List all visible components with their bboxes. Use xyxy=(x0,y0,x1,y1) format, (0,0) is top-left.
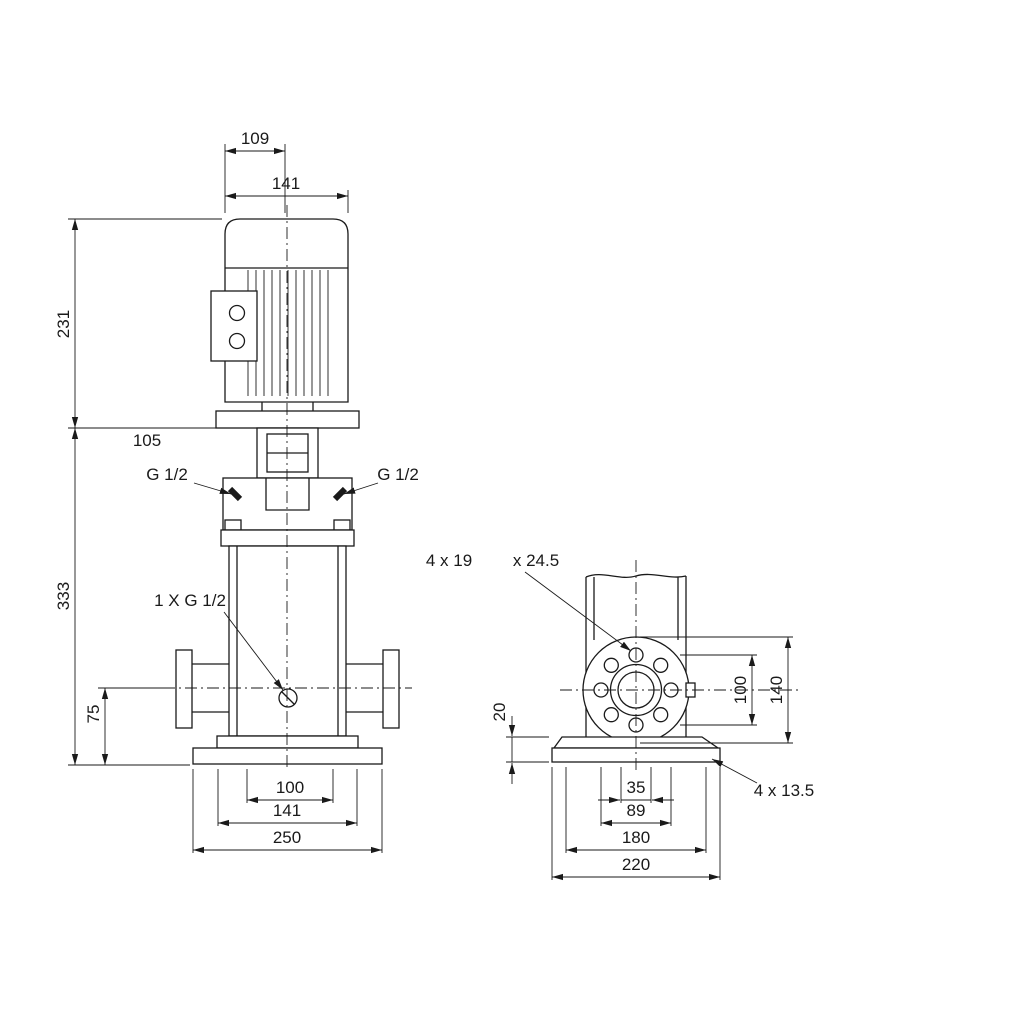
port-right-label: G 1/2 xyxy=(377,465,419,484)
dim-141-motor-label: 141 xyxy=(272,174,300,193)
pump-base xyxy=(192,735,383,765)
drain-plug xyxy=(278,688,298,708)
side-dimensions: 4 x 19 x 24.5 20 100 140 xyxy=(426,551,815,881)
port-left-label: G 1/2 xyxy=(146,465,188,484)
front-view: 109 141 231 105 G 1/2 G 1/2 333 1 X G 1/… xyxy=(54,129,419,854)
dim-180-label: 180 xyxy=(622,828,650,847)
dim-109-label: 109 xyxy=(241,129,269,148)
dim-105-label: 105 xyxy=(133,431,161,450)
motor-stool xyxy=(215,402,360,429)
dim-333-label: 333 xyxy=(54,582,73,610)
side-view: 4 x 19 x 24.5 20 100 140 xyxy=(426,551,815,881)
terminal-box xyxy=(210,290,258,362)
dim-141-foot-label: 141 xyxy=(273,801,301,820)
dim-89-label: 89 xyxy=(627,801,646,820)
coupling xyxy=(256,427,319,479)
base-holes-label: 4 x 13.5 xyxy=(754,781,815,800)
dim-100-bolt-circle-label: 100 xyxy=(731,676,750,704)
vent-plug-right xyxy=(332,486,348,502)
flange-holes-label: 4 x 19 xyxy=(426,551,472,570)
dim-220-label: 220 xyxy=(622,855,650,874)
suction-flange xyxy=(175,649,229,729)
motor xyxy=(210,218,349,403)
discharge-flange xyxy=(346,649,400,729)
dim-140-label: 140 xyxy=(767,676,786,704)
flange-spotface-label: x 24.5 xyxy=(513,551,559,570)
drain-port-label: 1 X G 1/2 xyxy=(154,591,226,610)
staybolt-nut-left xyxy=(224,519,242,531)
staybolt-nut-right xyxy=(333,519,351,531)
dim-35-label: 35 xyxy=(627,778,646,797)
pump-head xyxy=(220,477,355,547)
side-centerlines xyxy=(560,560,800,770)
front-dimensions: 109 141 231 105 G 1/2 G 1/2 333 1 X G 1/… xyxy=(54,129,419,854)
dim-231-label: 231 xyxy=(54,310,73,338)
vent-plug-left xyxy=(227,486,243,502)
pump-column xyxy=(585,573,687,737)
flange-bolt-holes xyxy=(593,647,679,733)
dim-75-label: 75 xyxy=(84,705,103,724)
dim-100-foot-label: 100 xyxy=(276,778,304,797)
dim-250-label: 250 xyxy=(273,828,301,847)
front-centerlines xyxy=(163,205,412,770)
dim-20-label: 20 xyxy=(490,703,509,722)
